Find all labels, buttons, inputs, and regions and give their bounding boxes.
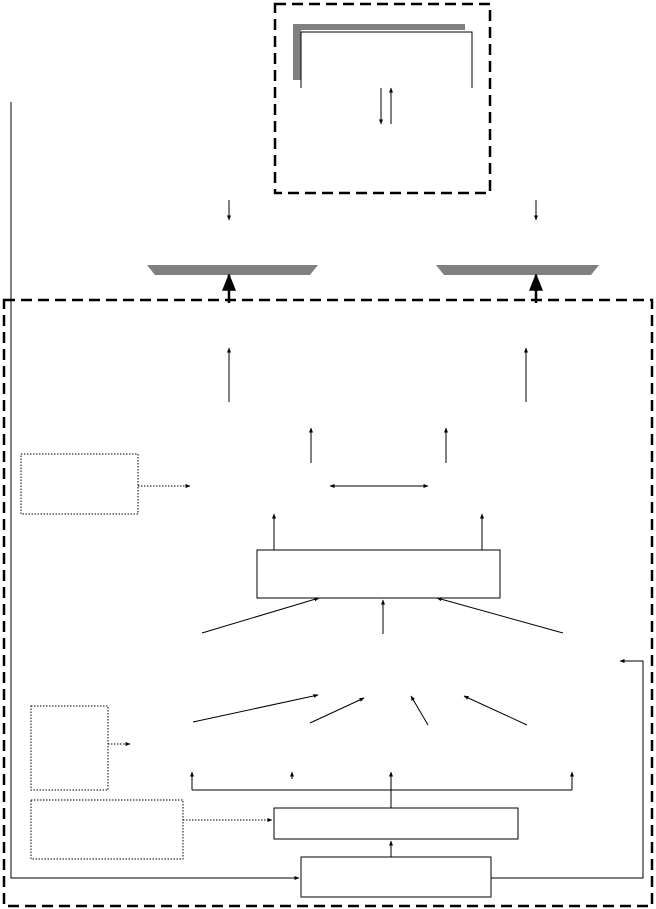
- converge-arrow-1: [192, 693, 319, 723]
- lower-box: [273, 807, 519, 840]
- converge-arrow-3: [410, 695, 429, 726]
- top-shaded-tray: [293, 24, 473, 88]
- main-dashed-group: [2, 298, 654, 908]
- dotted-box-lower-left: [30, 799, 184, 860]
- right-feedback-loop: [491, 659, 644, 879]
- bottom-box: [300, 856, 492, 898]
- left-trapezoid: [147, 265, 318, 275]
- right-trapezoid: [436, 265, 599, 275]
- dotted-box-upper-left: [20, 453, 139, 515]
- top-dashed-group: [273, 2, 492, 195]
- diag-arrow-into-middle-right: [436, 597, 564, 634]
- converge-arrow-2: [309, 697, 365, 724]
- converge-arrow-4: [463, 695, 528, 726]
- left-feed-line: [10, 294, 300, 880]
- middle-box: [256, 549, 501, 599]
- diag-arrow-into-middle-left: [201, 597, 320, 634]
- dotted-box-middle-left: [30, 705, 109, 791]
